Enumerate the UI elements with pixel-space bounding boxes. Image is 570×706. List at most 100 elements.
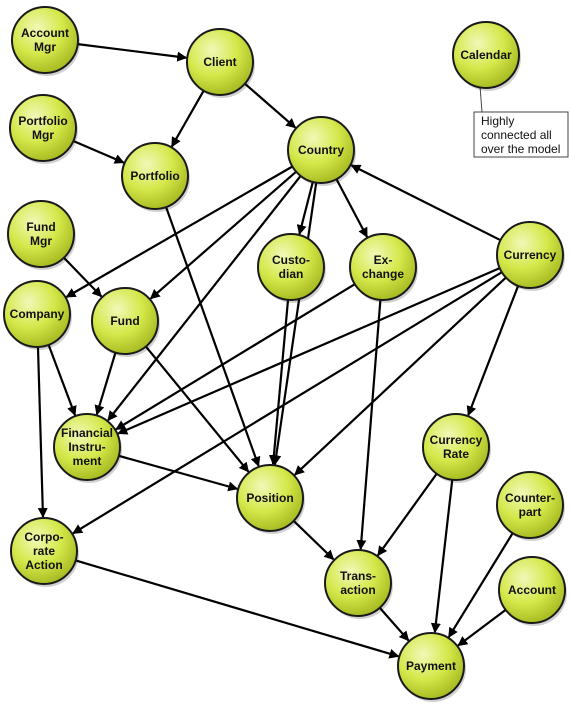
node-label: rate	[33, 544, 55, 558]
edge-currency-to-corporate-action	[72, 271, 503, 535]
node-label: Currency	[430, 433, 483, 447]
node-custodian[interactable]: Custo-dian	[257, 233, 326, 303]
node-label: Company	[10, 307, 65, 321]
edge-client-to-country	[244, 82, 297, 129]
node-label: action	[340, 583, 375, 597]
node-label: Portfolio	[18, 114, 67, 128]
node-label: Instru-	[68, 440, 105, 454]
edge-transaction-to-payment	[378, 607, 410, 642]
edge-custodian-to-position	[268, 299, 290, 466]
node-exchange[interactable]: Ex-change	[349, 233, 418, 303]
node-label: Account	[21, 26, 69, 40]
node-label: Counter-	[505, 491, 555, 505]
note-box	[473, 111, 569, 158]
node-client[interactable]: Client	[186, 28, 255, 98]
node-circle	[186, 28, 254, 96]
edge-fund-mgr-to-fund	[63, 256, 103, 298]
edge-company-to-corporate-action	[36, 346, 48, 519]
edge-country-to-exchange	[335, 178, 369, 238]
node-label: ment	[73, 454, 102, 468]
node-portfolio[interactable]: Portfolio	[121, 142, 190, 212]
node-label: Mgr	[32, 128, 54, 142]
edge-account-to-payment	[457, 608, 507, 647]
edge-counterpart-to-payment	[447, 532, 514, 638]
node-label: Rate	[443, 447, 469, 461]
node-circle	[498, 556, 566, 624]
node-label: Action	[25, 558, 62, 572]
node-circle	[91, 287, 159, 355]
node-label: Mgr	[34, 40, 56, 54]
edge-fund-to-position	[145, 345, 250, 473]
node-circle	[53, 413, 121, 481]
node-company[interactable]: Company	[3, 280, 72, 350]
edge-exchange-to-financial-instrument	[115, 283, 356, 431]
node-circle	[9, 94, 77, 162]
node-circle	[496, 221, 564, 289]
note-text-line: connected all	[481, 128, 552, 142]
edge-country-to-company	[65, 165, 293, 298]
edge-account-mgr-to-client	[77, 43, 188, 62]
node-counterpart[interactable]: Counter-part	[496, 471, 565, 541]
node-label: Ex-	[374, 253, 393, 267]
edge-fund-to-financial-instrument	[94, 352, 117, 416]
node-label: Country	[298, 143, 344, 157]
edge-country-to-position	[271, 182, 318, 466]
edge-portfolio-to-position	[165, 206, 261, 467]
node-label: part	[519, 505, 542, 519]
edge-company-to-financial-instrument	[47, 344, 77, 417]
edge-client-to-portfolio	[170, 90, 205, 148]
node-label: Trans-	[340, 569, 376, 583]
node-label: Position	[246, 491, 293, 505]
node-label: dian	[279, 267, 304, 281]
node-circle	[287, 116, 355, 184]
node-label: Fund	[110, 314, 139, 328]
note-text-line: over the model	[481, 142, 560, 156]
edge-currency-to-financial-instrument	[117, 267, 501, 435]
edge-currency-to-country	[350, 164, 502, 242]
note-connector	[479, 85, 483, 113]
node-label: Currency	[504, 248, 557, 262]
edge-position-to-transaction	[292, 520, 335, 561]
edge-country-to-financial-instrument	[107, 175, 302, 422]
node-circle	[10, 517, 78, 585]
node-circle	[324, 549, 392, 617]
edge-portfolio-mgr-to-portfolio	[72, 139, 125, 164]
edge-currency-to-position	[294, 276, 507, 476]
node-circle	[349, 233, 417, 301]
node-circle	[7, 200, 75, 268]
node-position[interactable]: Position	[236, 464, 305, 534]
node-circle	[3, 280, 71, 348]
edge-currency-rate-to-transaction	[376, 473, 438, 557]
note-text-line: Highly	[481, 114, 514, 128]
edge-country-to-fund	[149, 170, 297, 300]
node-circle	[236, 464, 304, 532]
node-country[interactable]: Country	[287, 116, 356, 186]
node-circle	[121, 142, 189, 210]
edge-corporate-action-to-payment	[75, 559, 400, 659]
node-label: Financial	[61, 426, 113, 440]
node-circle	[11, 6, 79, 74]
node-label: Portfolio	[130, 169, 179, 183]
node-account[interactable]: Account	[498, 556, 567, 626]
node-payment[interactable]: Payment	[397, 632, 466, 702]
node-circle	[257, 233, 325, 301]
node-transaction[interactable]: Trans-action	[324, 549, 393, 619]
node-label: Client	[203, 55, 236, 69]
node-fund[interactable]: Fund	[91, 287, 160, 357]
edges-layer	[36, 43, 520, 659]
edge-currency-to-currency-rate	[466, 285, 520, 417]
node-currency[interactable]: Currency	[496, 221, 565, 291]
node-calendar[interactable]: Calendar	[452, 21, 521, 91]
node-label: Calendar	[460, 48, 512, 62]
node-label: Fund	[26, 220, 55, 234]
